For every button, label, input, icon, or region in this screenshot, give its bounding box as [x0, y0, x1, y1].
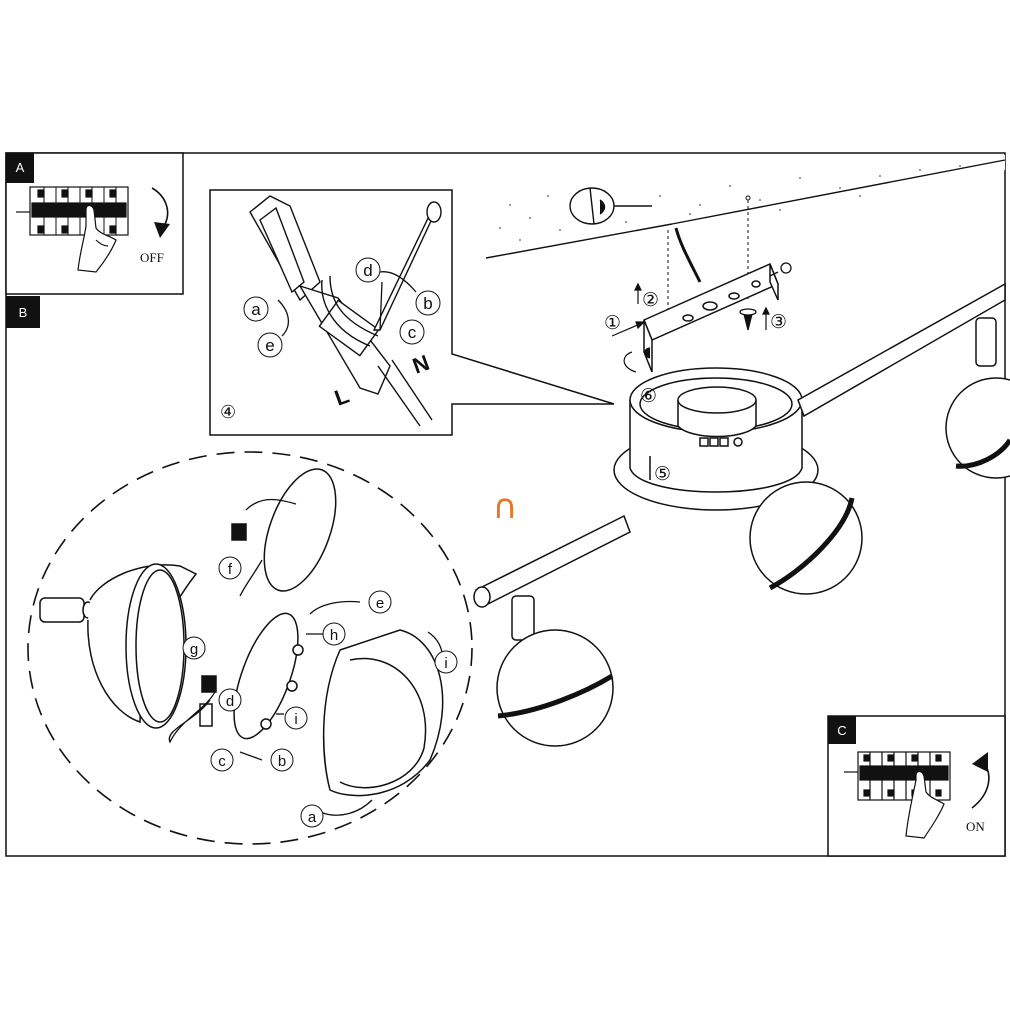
hand-on-icon [905, 770, 945, 839]
mounting-bracket [643, 262, 779, 373]
svg-text:f: f [228, 561, 233, 578]
svg-text:⑥: ⑥ [640, 385, 657, 407]
svg-text:i: i [294, 711, 297, 728]
svg-text:d: d [226, 693, 234, 710]
callout-d: d [355, 257, 381, 283]
step-arrows [611, 282, 770, 373]
panel-b: B [6, 296, 40, 328]
callout-b: b [415, 290, 441, 316]
spot-callout-d: d [218, 688, 242, 712]
panel-a: A OFF [5, 152, 184, 295]
panel-a-action: OFF [140, 250, 164, 265]
spot-light-center [749, 481, 863, 595]
panel-b-tag [6, 296, 40, 328]
spot-callout-c: c [210, 748, 234, 772]
step-5-label: ⑤ [654, 463, 671, 485]
svg-text:b: b [278, 753, 286, 770]
svg-text:e: e [265, 336, 274, 355]
spot-light-left [496, 595, 614, 747]
callout-e: e [257, 332, 283, 358]
turn-off-arrow-icon [151, 187, 169, 227]
spot-callout-e: e [368, 590, 392, 614]
svg-text:b: b [423, 294, 432, 313]
spot-callout-h: h [322, 622, 346, 646]
center-symbol: ∩ [493, 487, 518, 527]
breaker-switch-icon [16, 186, 129, 236]
svg-text:i: i [444, 655, 447, 672]
wiring-inset-frame [209, 189, 615, 436]
step-3-label: ③ [770, 311, 787, 333]
svg-text:②: ② [642, 289, 659, 311]
svg-text:a: a [308, 809, 317, 826]
panel-a-letter: A [16, 160, 25, 175]
panel-c-letter: C [837, 723, 846, 738]
inset-step-label: ④ [220, 402, 236, 423]
sheet-frame [5, 152, 1006, 857]
panel-c-tag [828, 716, 856, 744]
wiring-inset: L N a e d b c ④ [209, 189, 615, 436]
spot-light-right [945, 317, 1010, 479]
svg-text:g: g [190, 641, 198, 658]
spot-callout-b: b [270, 748, 294, 772]
screw-icon [644, 262, 792, 359]
svg-text:①: ① [604, 312, 621, 334]
ceiling-slab [485, 155, 1006, 259]
panel-a-tag [6, 153, 34, 183]
drill-icon [569, 187, 652, 225]
step-6-label: ⑥ [640, 385, 657, 407]
supply-cable [674, 227, 702, 283]
svg-text:e: e [376, 595, 384, 612]
detail-circle [27, 451, 473, 845]
spot-callout-i-right: i [434, 650, 458, 674]
arm-bar [473, 282, 1006, 608]
spot-exploded-view: f e h g d i i c b a [27, 451, 473, 845]
svg-text:a: a [251, 300, 261, 319]
svg-text:h: h [330, 627, 338, 644]
svg-text:⑤: ⑤ [654, 463, 671, 485]
spot-callout-i-lower: i [284, 706, 308, 730]
panel-b-letter: B [19, 305, 28, 320]
spot-callout-a: a [300, 804, 324, 828]
spot-callout-g: g [182, 636, 206, 660]
turn-off-arrowhead-icon [154, 222, 170, 238]
svg-text:c: c [218, 753, 226, 770]
breaker-switch-on-icon [844, 751, 951, 801]
step-2-label: ② [642, 289, 659, 311]
callout-c: c [399, 319, 425, 345]
callout-a: a [243, 296, 269, 322]
turn-on-arrowhead-icon [972, 752, 988, 772]
svg-text:c: c [408, 323, 417, 342]
panel-c-action: ON [966, 819, 985, 834]
svg-text:③: ③ [770, 311, 787, 333]
hand-icon [77, 204, 117, 273]
canopy [613, 367, 819, 511]
spot-callout-f: f [218, 556, 242, 580]
panel-c: C ON [827, 715, 1006, 857]
ceiling-hole-mark [745, 195, 751, 201]
step-1-label: ① [604, 312, 621, 334]
mounting-guide-lines [667, 200, 749, 320]
svg-text:d: d [363, 261, 372, 280]
